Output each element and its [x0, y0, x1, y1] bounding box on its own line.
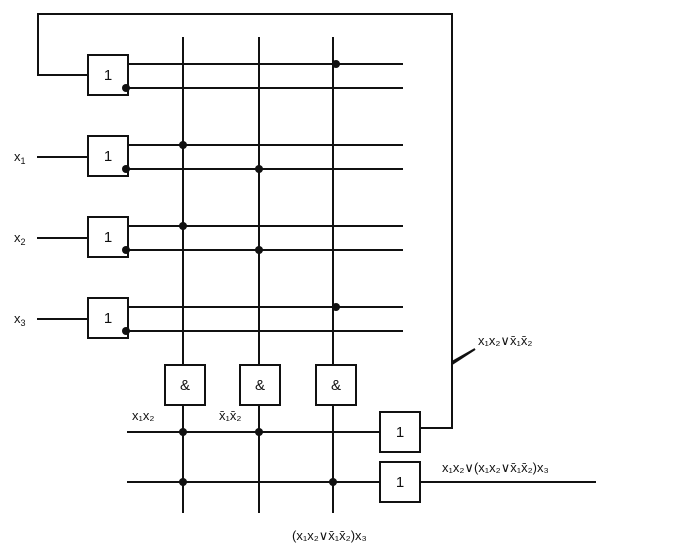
input-label-x2: x2	[14, 230, 26, 247]
input-wires	[37, 156, 89, 320]
svg-text:1: 1	[104, 67, 112, 84]
and-gate-1: &	[164, 364, 206, 406]
inversion-bubbles	[122, 84, 130, 335]
svg-text:1: 1	[104, 148, 112, 165]
svg-text:1: 1	[104, 229, 112, 246]
not-gate-x1: 1	[87, 135, 129, 177]
input-label-x1: x1	[14, 149, 26, 166]
or-gate-feedback: 1	[379, 411, 421, 453]
svg-text:1: 1	[396, 424, 404, 441]
input-label-x3: x3	[14, 311, 26, 328]
junction-dots	[179, 60, 340, 486]
vertical-lines	[182, 37, 334, 513]
feedback-expression-label: x₁x₂∨x̄₁x̄₂	[478, 333, 532, 348]
feedback-loop	[37, 13, 476, 429]
svg-text:&: &	[331, 377, 341, 394]
and-gate-3: &	[315, 364, 357, 406]
and-gate-2: &	[239, 364, 281, 406]
svg-text:1: 1	[104, 310, 112, 327]
and2-output-label: x̄₁x̄₂	[219, 408, 241, 423]
not-gate-x2: 1	[87, 216, 129, 258]
not-gate-feedback: 1	[87, 54, 129, 96]
or-gate-output: 1	[379, 461, 421, 503]
svg-text:&: &	[255, 377, 265, 394]
output-bus-lines	[127, 427, 596, 483]
svg-text:&: &	[180, 377, 190, 394]
not-gate-x3: 1	[87, 297, 129, 339]
horizontal-bus-lines	[127, 63, 403, 332]
and1-output-label: x₁x₂	[132, 408, 154, 423]
circuit-output-label: x₁x₂∨(x₁x₂∨x̄₁x̄₂)x₃	[442, 460, 549, 475]
and3-output-label: (x₁x₂∨x̄₁x̄₂)x₃	[292, 528, 367, 543]
svg-text:1: 1	[396, 474, 404, 491]
